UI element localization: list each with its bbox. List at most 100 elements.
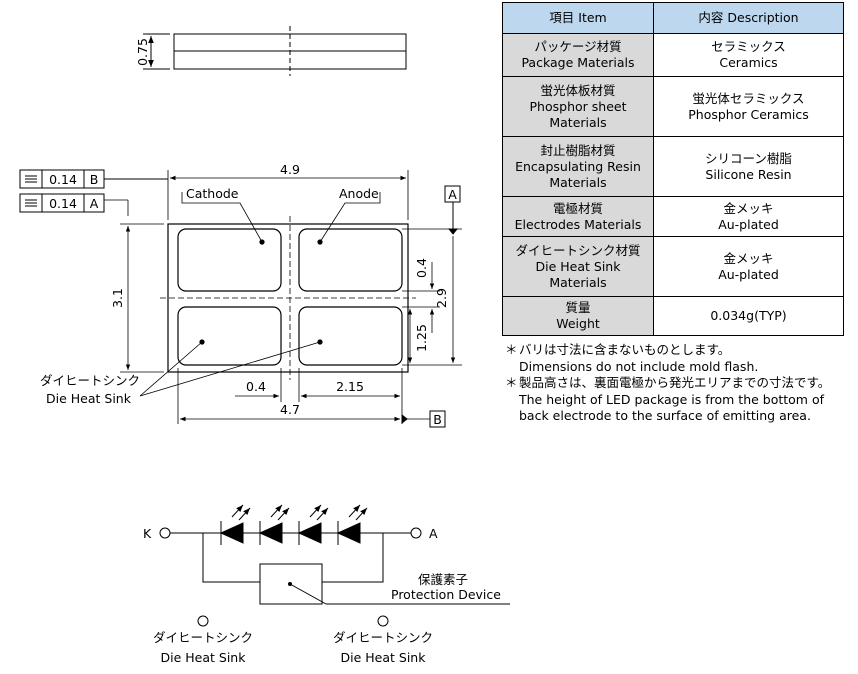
cell-line: セラミックス (711, 39, 786, 54)
header-item: 項目 Item (502, 2, 654, 34)
note-item: ＊バリは寸法に含まないものとします。Dimensions do not incl… (505, 342, 830, 375)
led-3 (297, 521, 322, 545)
heat-sink-label-jp: ダイヒートシンク (40, 373, 140, 388)
cell-line: Phosphor sheet (529, 98, 627, 114)
tolerance-b-datum: B (90, 172, 99, 187)
protection-label-jp: 保護素子 (418, 572, 468, 587)
dim-width-top (167, 170, 409, 220)
cell-line: Electrodes Materials (514, 216, 642, 232)
leader-lines (139, 192, 381, 397)
led-4 (336, 521, 361, 545)
cell-line: Au-plated (718, 216, 779, 232)
cell-line: Weight (556, 316, 600, 331)
pad-width-value: 2.15 (336, 379, 364, 394)
datum-a-label: A (448, 187, 457, 202)
protection-label-en: Protection Device (391, 587, 501, 602)
heat-sink-pad-left (177, 306, 282, 366)
tolerance-a-value: 0.14 (49, 196, 77, 211)
note-line: 製品高さは、裏面電極から発光エリアまでの寸法です。 (519, 375, 831, 390)
dim-bottom (177, 368, 430, 424)
cell-line: Encapsulating Resin (515, 158, 641, 174)
note-line: Dimensions do not include mold flash. (519, 358, 759, 374)
datum-b-label: B (433, 412, 442, 427)
thickness-dim: 0.75 (135, 38, 150, 66)
note-line: back electrode to the surface of emittin… (519, 408, 811, 423)
width-bottom-value: 4.7 (280, 402, 300, 417)
cell-line: 0.034g(TYP) (710, 308, 787, 323)
cell-line: ダイヒートシンク材質 (515, 242, 641, 258)
cell-line: Au-plated (718, 266, 779, 282)
width-top-value: 4.9 (280, 162, 300, 177)
dim-gap-vertical (402, 262, 440, 333)
height-left-value: 3.1 (110, 288, 125, 308)
cell-line: Die Heat Sink (535, 258, 621, 274)
led-1 (219, 521, 244, 545)
led-diodes (219, 521, 361, 545)
cell-line: 金メッキ (723, 250, 774, 266)
cell-line: 電極材質 (552, 200, 603, 216)
pad-height-value: 1.25 (414, 324, 429, 352)
pad-dots (199, 239, 323, 345)
protection-device-box (259, 563, 323, 605)
light-emission-arrows (231, 504, 368, 521)
heat-sink-terminal-right (377, 615, 389, 627)
terminal-a-label: A (429, 526, 438, 541)
electrode-pads (177, 228, 403, 366)
header-description: 内容 Description (653, 2, 844, 34)
led-2 (258, 521, 283, 545)
cell-line: 蛍光体板材質 (540, 82, 616, 98)
heat-sink-pad-right (298, 306, 403, 366)
tolerance-b-value: 0.14 (49, 172, 77, 187)
sink-left-en: Die Heat Sink (161, 650, 247, 665)
datum-a-marker (444, 185, 461, 235)
anode-label: Anode (339, 186, 379, 201)
terminal-k-label: K (143, 526, 152, 541)
datum-b-marker (401, 410, 446, 428)
description-cell: 0.034g(TYP) (653, 296, 844, 336)
cell-line: Package Materials (521, 55, 635, 70)
terminal-a (410, 527, 422, 539)
note-text: 製品高さは、裏面電極から発光エリアまでの寸法です。The height of L… (519, 375, 830, 425)
anode-pad (298, 228, 403, 292)
sink-left-jp: ダイヒートシンク (153, 630, 253, 645)
cell-line: 金メッキ (723, 200, 774, 216)
tolerance-frame-a (19, 193, 105, 213)
side-view (143, 26, 407, 76)
circuit-diagram (159, 527, 510, 627)
cell-line: Ceramics (719, 55, 778, 70)
note-line: バリは寸法に含まないものとします。 (519, 342, 731, 357)
dim-height-right (402, 228, 462, 366)
note-line: The height of LED package is from the bo… (519, 391, 825, 407)
notes: ＊バリは寸法に含まないものとします。Dimensions do not incl… (505, 342, 830, 425)
cathode-pad (177, 228, 282, 292)
tolerance-frame-b (19, 169, 168, 189)
gap-horizontal-value: 0.4 (246, 379, 266, 394)
dim-height-left (104, 199, 164, 373)
cell-line: Silicone Resin (705, 166, 792, 182)
terminal-k (159, 527, 171, 539)
cell-line: Materials (549, 114, 607, 130)
note-mark: ＊ (505, 342, 518, 357)
note-item: ＊製品高さは、裏面電極から発光エリアまでの寸法です。The height of … (505, 375, 830, 425)
note-mark: ＊ (505, 375, 518, 390)
sink-right-en: Die Heat Sink (341, 650, 427, 665)
cell-line: Materials (549, 274, 607, 290)
center-lines (160, 216, 416, 380)
